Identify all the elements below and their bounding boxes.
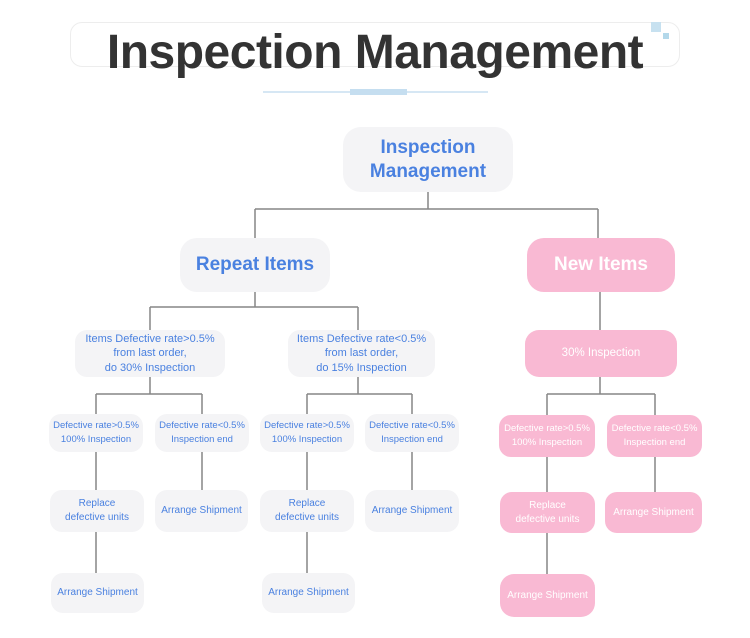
connector-repeat-lt-split xyxy=(306,377,413,414)
node-repeat-gt-100-inspection: Defective rate>0.5% 100% Inspection xyxy=(49,414,143,452)
node-repeat-gt-arrange-shipment: Arrange Shipment xyxy=(155,490,248,532)
node-repeat-defective-gt: Items Defective rate>0.5% from last orde… xyxy=(75,330,225,377)
connector-new-split xyxy=(546,377,656,415)
node-new-items: New Items xyxy=(527,238,675,292)
node-new-100-inspection: Defective rate>0.5% 100% Inspection xyxy=(499,415,595,457)
node-repeat-lt-100-inspection: Defective rate>0.5% 100% Inspection xyxy=(260,414,354,452)
node-repeat-gt-replace-units: Replace defective units xyxy=(50,490,144,532)
node-repeat-lt-final-arrange-shipment: Arrange Shipment xyxy=(262,573,355,613)
page-title: Inspection Management xyxy=(106,26,644,79)
decor-square-small xyxy=(663,33,669,39)
connector-repeat-gt-split xyxy=(95,377,203,414)
node-inspection-management: Inspection Management xyxy=(343,127,513,192)
node-new-final-arrange-shipment: Arrange Shipment xyxy=(500,574,595,617)
node-new-arrange-shipment: Arrange Shipment xyxy=(605,492,702,533)
connector-level5-level6 xyxy=(95,532,548,574)
title-underline xyxy=(263,89,488,95)
title-underline-accent xyxy=(350,89,407,95)
node-repeat-lt-arrange-shipment: Arrange Shipment xyxy=(365,490,459,532)
node-new-30-inspection: 30% Inspection xyxy=(525,330,677,377)
node-repeat-gt-inspection-end: Defective rate<0.5% Inspection end xyxy=(155,414,249,452)
decor-square-large xyxy=(651,22,661,32)
node-new-inspection-end: Defective rate<0.5% Inspection end xyxy=(607,415,702,457)
node-new-replace-units: Replace defective units xyxy=(500,492,595,533)
node-repeat-lt-replace-units: Replace defective units xyxy=(260,490,354,532)
node-repeat-defective-lt: Items Defective rate<0.5% from last orde… xyxy=(288,330,435,377)
connector-root-split xyxy=(254,192,599,238)
title-card xyxy=(70,22,680,67)
node-repeat-gt-final-arrange-shipment: Arrange Shipment xyxy=(51,573,144,613)
connector-repeat-split xyxy=(149,292,359,330)
node-repeat-lt-inspection-end: Defective rate<0.5% Inspection end xyxy=(365,414,459,452)
node-repeat-items: Repeat Items xyxy=(180,238,330,292)
connector-level4-level5 xyxy=(95,452,656,492)
